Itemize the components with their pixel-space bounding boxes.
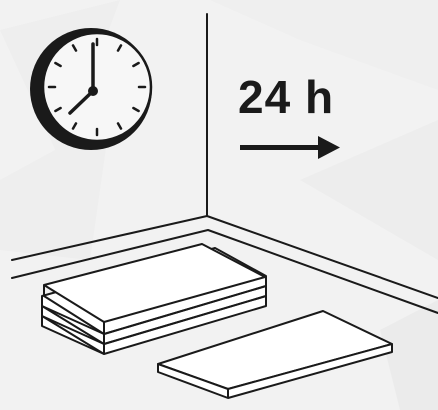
duration-label: 24 h <box>238 74 334 120</box>
wall-clock-icon <box>30 28 152 150</box>
right-arrow-icon <box>240 136 340 159</box>
stacked-panels <box>42 244 266 354</box>
clock-hub <box>88 86 98 96</box>
